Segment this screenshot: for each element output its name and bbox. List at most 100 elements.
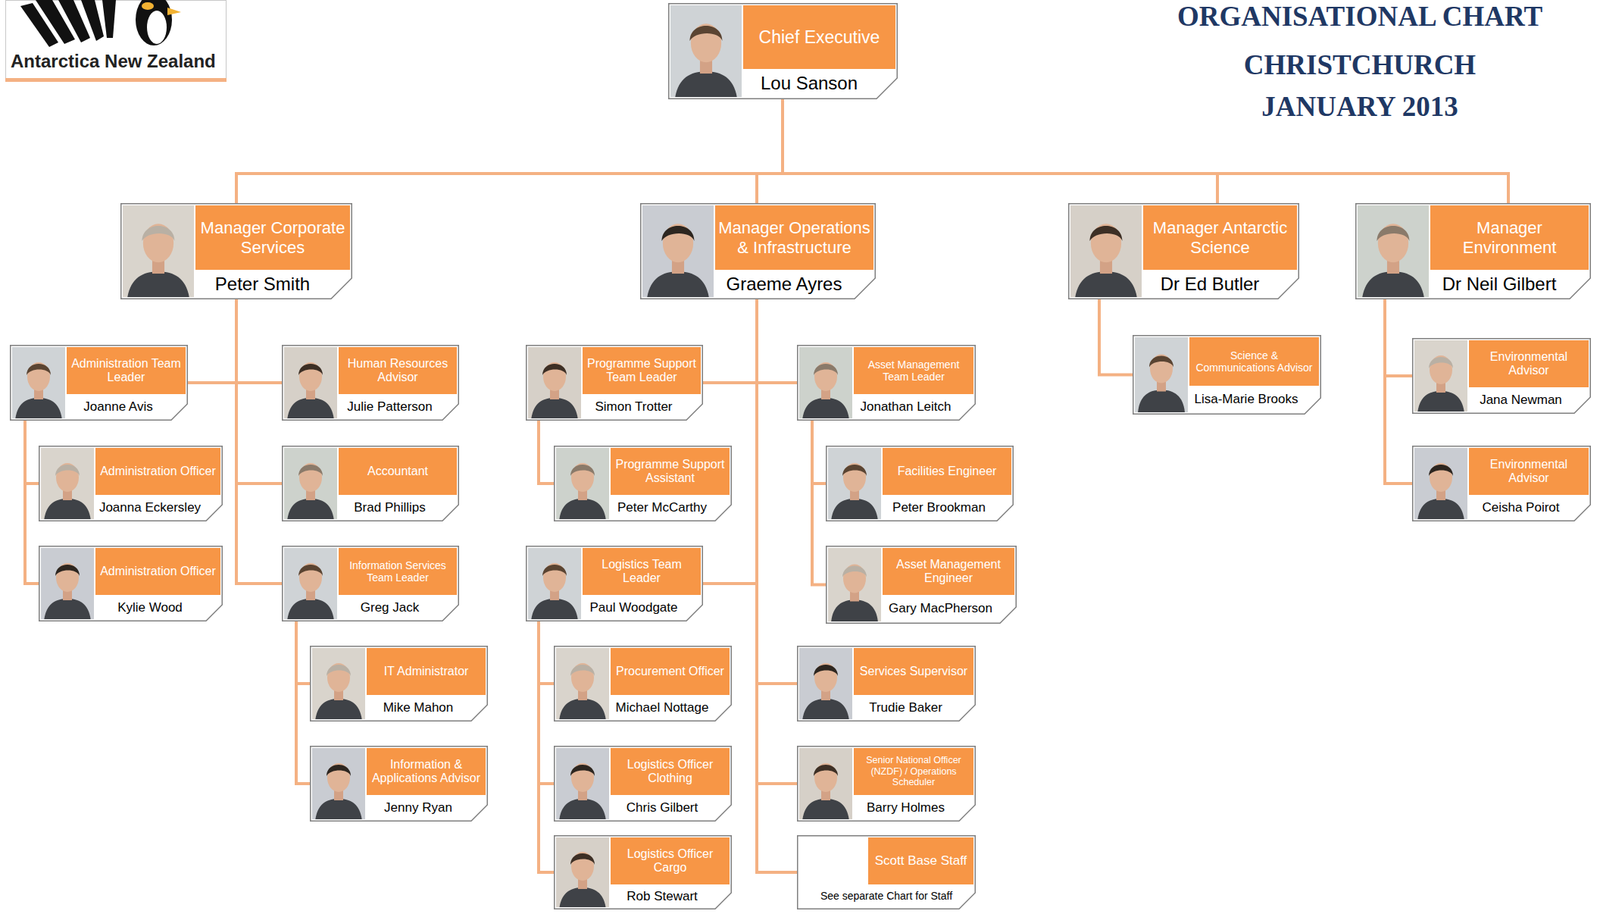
role-title: Programme Support Assistant	[613, 457, 727, 486]
portrait-photo	[1070, 205, 1142, 297]
staff-box: Manager Corporate ServicesPeter Smith	[120, 203, 353, 300]
box-border	[1133, 335, 1322, 415]
person-name: Julie Patterson	[346, 399, 432, 415]
role-band: Programme Support Assistant	[610, 447, 730, 495]
role-band: Programme Support Team Leader	[582, 346, 701, 394]
name-area: Jenny Ryan	[366, 794, 470, 820]
connector-line	[756, 299, 797, 383]
role-band: Senior National Officer (NZDF) / Operati…	[853, 747, 974, 795]
person-name: Greg Jack	[360, 600, 419, 616]
portrait-photo	[1414, 447, 1468, 519]
name-area: Simon Trotter	[582, 393, 685, 419]
name-area: Brad Phillips	[338, 494, 441, 520]
portrait-photo	[312, 747, 366, 819]
role-title: Manager Operations & Infrastructure	[718, 218, 871, 257]
person-name: Mike Mahon	[383, 700, 454, 716]
box-border	[554, 746, 732, 822]
portrait-photo	[799, 747, 853, 819]
staff-box: Manager Antarctic Science Dr Ed Butler	[1068, 203, 1300, 300]
name-area: Kylie Wood	[95, 594, 205, 620]
name-area: Joanna Eckersley	[95, 494, 205, 520]
box-border	[526, 546, 704, 622]
person-name: Michael Nottage	[615, 700, 710, 716]
box-border	[310, 646, 488, 722]
role-title: Programme Support Team Leader	[585, 356, 698, 385]
role-title: Accountant	[367, 464, 429, 479]
connector-line	[236, 99, 783, 204]
person-name: Peter Brookman	[892, 500, 986, 516]
box-border	[826, 446, 1014, 522]
connector-line	[756, 299, 797, 872]
box-border	[797, 646, 976, 722]
portrait-photo	[40, 547, 94, 619]
name-area: Joanne Avis	[66, 393, 170, 419]
person-name: Peter McCarthy	[617, 500, 707, 516]
staff-box: Administration Team LeaderJoanne Avis	[9, 344, 188, 421]
name-area: Ceisha Poirot	[1468, 494, 1573, 520]
role-title: Procurement Officer	[615, 664, 725, 679]
role-title: Manager Environment	[1433, 218, 1586, 257]
name-area: Trudie Baker	[853, 694, 958, 720]
box-border	[39, 446, 223, 522]
chart-subtitle: CHRISTCHURCH	[1136, 48, 1584, 82]
person-name: Graeme Ayres	[726, 273, 843, 295]
staff-box: Facilities EngineerPeter Brookman	[825, 445, 1014, 522]
box-border	[554, 646, 732, 722]
role-title: Science & Communications Advisor	[1192, 349, 1316, 374]
connector-line	[756, 99, 783, 204]
portrait-photo	[556, 647, 610, 719]
person-name: Jenny Ryan	[384, 800, 453, 816]
role-title: Logistics Officer Clothing	[613, 757, 727, 786]
role-band: Accountant	[338, 447, 457, 495]
person-name: Kylie Wood	[117, 600, 183, 616]
connector-line	[782, 99, 1218, 204]
connector-line	[1384, 299, 1413, 376]
role-band: Manager Corporate Services	[195, 205, 350, 270]
name-area: Peter Brookman	[882, 494, 996, 520]
person-name: Brad Phillips	[353, 500, 426, 516]
staff-box: Administration OfficerKylie Wood	[38, 545, 223, 622]
staff-box: Science & Communications AdvisorLisa-Mar…	[1132, 334, 1322, 415]
role-title: Administration Officer	[100, 464, 216, 479]
chart-subtitle: JANUARY 2013	[1136, 90, 1584, 124]
name-area: Lou Sanson	[743, 68, 875, 98]
role-band: Facilities Engineer	[882, 447, 1012, 495]
person-name: Joanna Eckersley	[99, 500, 201, 516]
box-border	[797, 345, 976, 421]
name-area: Dr Ed Butler	[1143, 269, 1277, 298]
portrait-photo	[1414, 340, 1468, 412]
connector-line	[236, 299, 282, 383]
box-border	[1412, 446, 1591, 522]
connector-line	[296, 621, 310, 684]
portrait-photo	[528, 346, 582, 419]
person-name: Lisa-Marie Brooks	[1194, 391, 1299, 407]
role-title: Manager Antarctic Science	[1146, 218, 1294, 257]
role-band: Asset Management Engineer	[882, 547, 1015, 595]
box-border	[826, 546, 1017, 624]
connector-line	[296, 621, 310, 784]
portrait-photo	[556, 747, 610, 819]
role-title: Manager Corporate Services	[198, 218, 347, 257]
staff-box: Environmental AdvisorJana Newman	[1412, 337, 1591, 414]
staff-box: Logistics Officer ClothingChris Gilbert	[553, 745, 732, 822]
name-area: Paul Woodgate	[582, 594, 685, 620]
name-area: Jonathan Leitch	[853, 393, 958, 419]
person-name: Peter Smith	[215, 273, 310, 295]
connector-line	[812, 420, 826, 484]
connector-line	[703, 299, 757, 383]
portrait-photo	[1134, 337, 1188, 413]
role-title: Environmental Advisor	[1471, 457, 1586, 486]
name-area: Chris Gilbert	[610, 794, 714, 820]
role-band: Services Supervisor	[853, 647, 974, 695]
staff-box: Programme Support AssistantPeter McCarth…	[553, 445, 732, 522]
person-name: Jana Newman	[1479, 392, 1563, 408]
portrait-photo	[528, 547, 582, 619]
name-area: Michael Nottage	[610, 694, 714, 720]
name-area: Mike Mahon	[366, 694, 470, 720]
role-title: Chief Executive	[759, 27, 881, 47]
box-border	[282, 546, 460, 622]
name-area: See separate Chart for Staff	[801, 884, 972, 908]
staff-box: Chief ExecutiveLou Sanson	[668, 3, 898, 100]
portrait-photo	[556, 447, 610, 519]
box-border	[554, 446, 732, 522]
